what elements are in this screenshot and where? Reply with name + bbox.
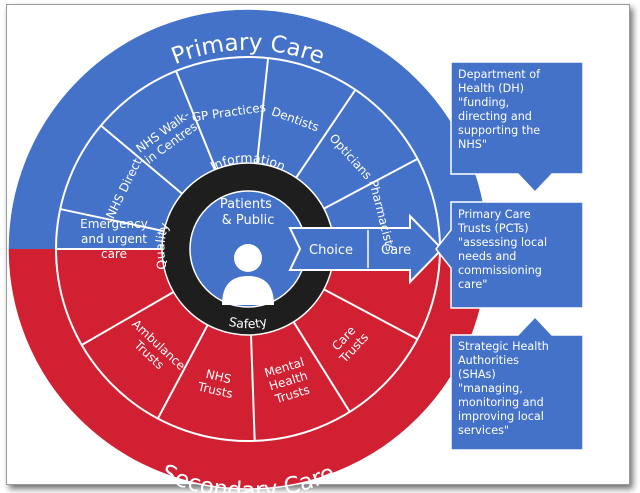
segment-divider xyxy=(100,124,183,195)
person-icon xyxy=(222,244,274,305)
side-box-dh-shape xyxy=(450,61,584,194)
segment-divider xyxy=(250,334,256,441)
inner-ring-information: Information xyxy=(208,150,288,174)
segment-divider xyxy=(156,324,209,419)
segment-divider xyxy=(295,89,357,179)
side-box-shas-shape xyxy=(450,315,584,451)
segment-divider xyxy=(323,157,418,210)
segment-divider xyxy=(59,208,165,233)
segment-divider xyxy=(292,321,351,413)
inner-ring-quality: Quality xyxy=(152,220,172,271)
center-label: Patients & Public xyxy=(220,197,276,228)
segment-divider xyxy=(323,288,418,341)
arrow-choice-label: Choice xyxy=(309,243,353,258)
secondary-segment-label: MentalHealthTrusts xyxy=(263,355,314,407)
choice-care-arrow xyxy=(288,213,444,285)
arrow-care-label: Care xyxy=(381,243,411,258)
segment-divider xyxy=(175,70,217,170)
segment-divider xyxy=(255,57,270,164)
segment-divider xyxy=(81,291,175,346)
segment-dividers xyxy=(56,57,440,441)
side-box-pcts-shape xyxy=(435,201,584,309)
inner-ring-safety: Safety xyxy=(228,314,270,332)
